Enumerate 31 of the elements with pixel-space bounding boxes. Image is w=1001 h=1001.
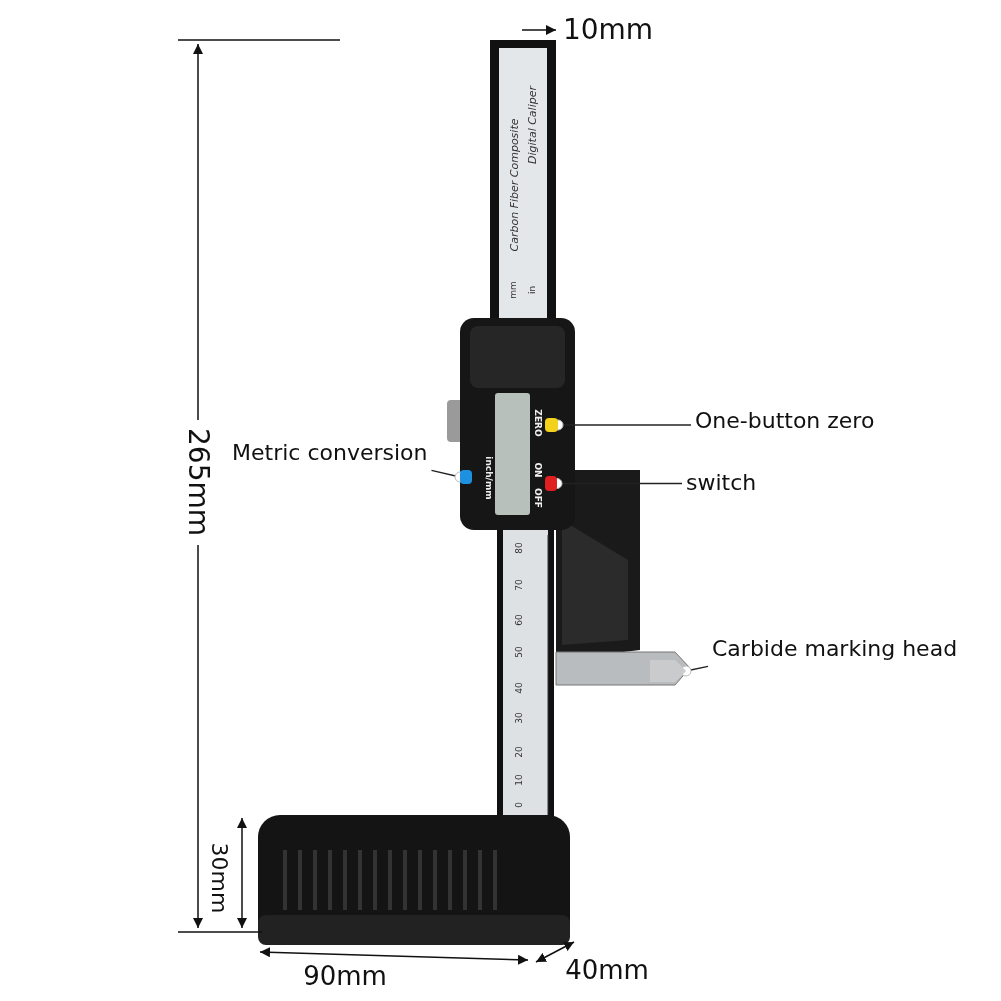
dimension-label: 10mm (562, 14, 654, 46)
device-label: ZERO (532, 409, 542, 437)
device-label: ON (532, 462, 542, 478)
dimension-label: 90mm (303, 961, 387, 991)
scale-number: 20 (515, 746, 525, 758)
device-label: in (528, 285, 538, 295)
device-label: Carbon Fiber Composite (508, 118, 522, 252)
callout-label: One-button zero (695, 408, 875, 435)
scale-number: 30 (515, 712, 525, 724)
dimension-label: 265mm (182, 428, 214, 536)
leader-line (680, 665, 709, 677)
scale-number: 10 (515, 774, 525, 786)
marking-tip (650, 660, 686, 682)
dimension-label: 40mm (565, 955, 649, 985)
scale-number: 40 (515, 682, 525, 694)
device-label: mm (509, 281, 519, 299)
scale-number: 80 (515, 542, 525, 554)
device-label: Digital Caliper (526, 86, 540, 164)
scale-number: 50 (515, 646, 525, 658)
device-label: inch/mm (483, 456, 493, 500)
callout-label: Metric conversion (232, 440, 428, 467)
dimension-label: 30mm (206, 842, 232, 914)
callout-label: switch (686, 470, 757, 497)
scale-number: 70 (515, 579, 525, 591)
callout-label: Carbide marking head (712, 636, 958, 663)
device-label: OFF (532, 488, 542, 508)
scale-number: 60 (515, 614, 525, 626)
push-button (545, 418, 558, 432)
scale-number: 0 (515, 802, 525, 808)
push-button (460, 470, 472, 484)
push-button (545, 476, 557, 491)
